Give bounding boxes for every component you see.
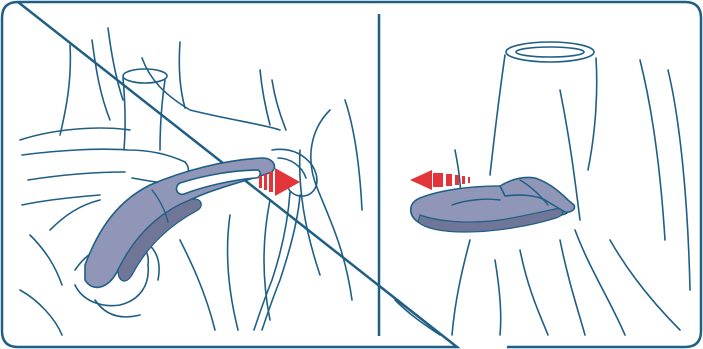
right-buckle-tube	[490, 42, 597, 175]
left-panel	[20, 28, 362, 335]
left-strap	[85, 158, 274, 287]
right-panel	[395, 42, 690, 335]
buckle-tongue	[123, 69, 167, 150]
